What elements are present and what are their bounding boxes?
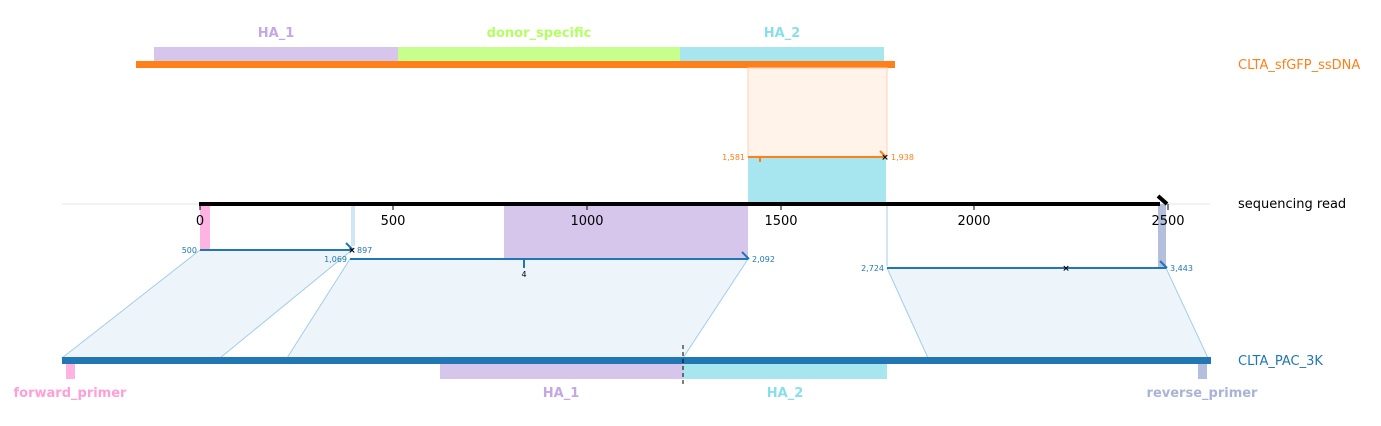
donor-feature-ha2-label: HA_2 (764, 26, 801, 41)
alignment-3-start-label: 2,724 (861, 264, 884, 273)
read-tick-label: 1500 (764, 214, 797, 229)
reference-ha2-label: HA_2 (767, 386, 804, 401)
donor-feature-ha1-label: HA_1 (258, 26, 295, 41)
donor-alignment-end-label: 1,938 (891, 153, 914, 162)
alignment-2-start-label: 1,069 (324, 255, 347, 264)
alignment-2-end-label: 2,092 (752, 255, 775, 264)
reference-reverse-primer-label: reverse_primer (1147, 386, 1259, 401)
reference-ha2-bar (683, 364, 887, 379)
read-track-label: sequencing read (1238, 197, 1346, 212)
donor-feature-donor-specific-bar (398, 47, 680, 61)
read-tick-label: 0 (196, 214, 204, 229)
reference-forward-primer-label: forward_primer (14, 386, 128, 401)
donor-track-label: CLTA_sfGFP_ssDNA (1238, 58, 1360, 73)
alignment-3-end-label: 3,443 (1170, 264, 1193, 273)
alignment-1-end-label: 897 (357, 246, 372, 255)
read-ha1-highlight (504, 204, 748, 259)
reference-projection-3 (886, 267, 1209, 359)
reference-reverse-primer-bar (1198, 364, 1207, 379)
read-backbone (199, 194, 1169, 206)
read-tick-label: 500 (381, 214, 406, 229)
read-forward-primer-highlight (200, 204, 210, 250)
reference-forward-primer-bar (66, 364, 75, 379)
read-tick-label: 2500 (1151, 214, 1184, 229)
reference-backbone (62, 357, 1211, 364)
reference-alignment-3: × 2,724 3,443 (861, 260, 1193, 274)
donor-feature-ha1-bar (154, 47, 398, 61)
donor-feature-donor-specific-label: donor_specific (487, 26, 592, 41)
donor-alignment-start-label: 1,581 (722, 153, 745, 162)
donor-feature-ha2-bar (680, 47, 884, 61)
alignment-mismatch-icon: × (348, 246, 356, 256)
read-reverse-primer-highlight (1158, 204, 1166, 268)
reference-projection-2 (286, 258, 749, 359)
donor-alignment: × 1,581 1,938 (722, 150, 914, 163)
reference-track-label: CLTA_PAC_3K (1238, 354, 1323, 369)
alignment-1-start-label: 500 (182, 246, 197, 255)
alignment-mismatch-icon: × (1062, 264, 1070, 274)
reference-track: forward_primer HA_1 HA_2 reverse_primer … (14, 345, 1323, 401)
donor-projection-band (747, 67, 888, 159)
alignment-2-indel-label: 4 (521, 270, 526, 279)
reference-ha1-bar (440, 364, 683, 379)
reference-alignment-1: × 500 897 (182, 242, 372, 256)
donor-backbone (136, 61, 895, 68)
donor-track: HA_1 donor_specific HA_2 CLTA_sfGFP_ssDN… (136, 26, 1360, 73)
read-tick-label: 1000 (570, 214, 603, 229)
read-axis: 0 500 1000 1500 2000 2500 (196, 204, 1185, 229)
donor-ha2-projection (748, 158, 886, 203)
reference-ha1-label: HA_1 (543, 386, 580, 401)
read-tick-label: 2000 (957, 214, 990, 229)
donor-alignment-mismatch-icon: × (881, 153, 889, 163)
reference-alignment-2: 4 1,069 2,092 (324, 251, 775, 279)
